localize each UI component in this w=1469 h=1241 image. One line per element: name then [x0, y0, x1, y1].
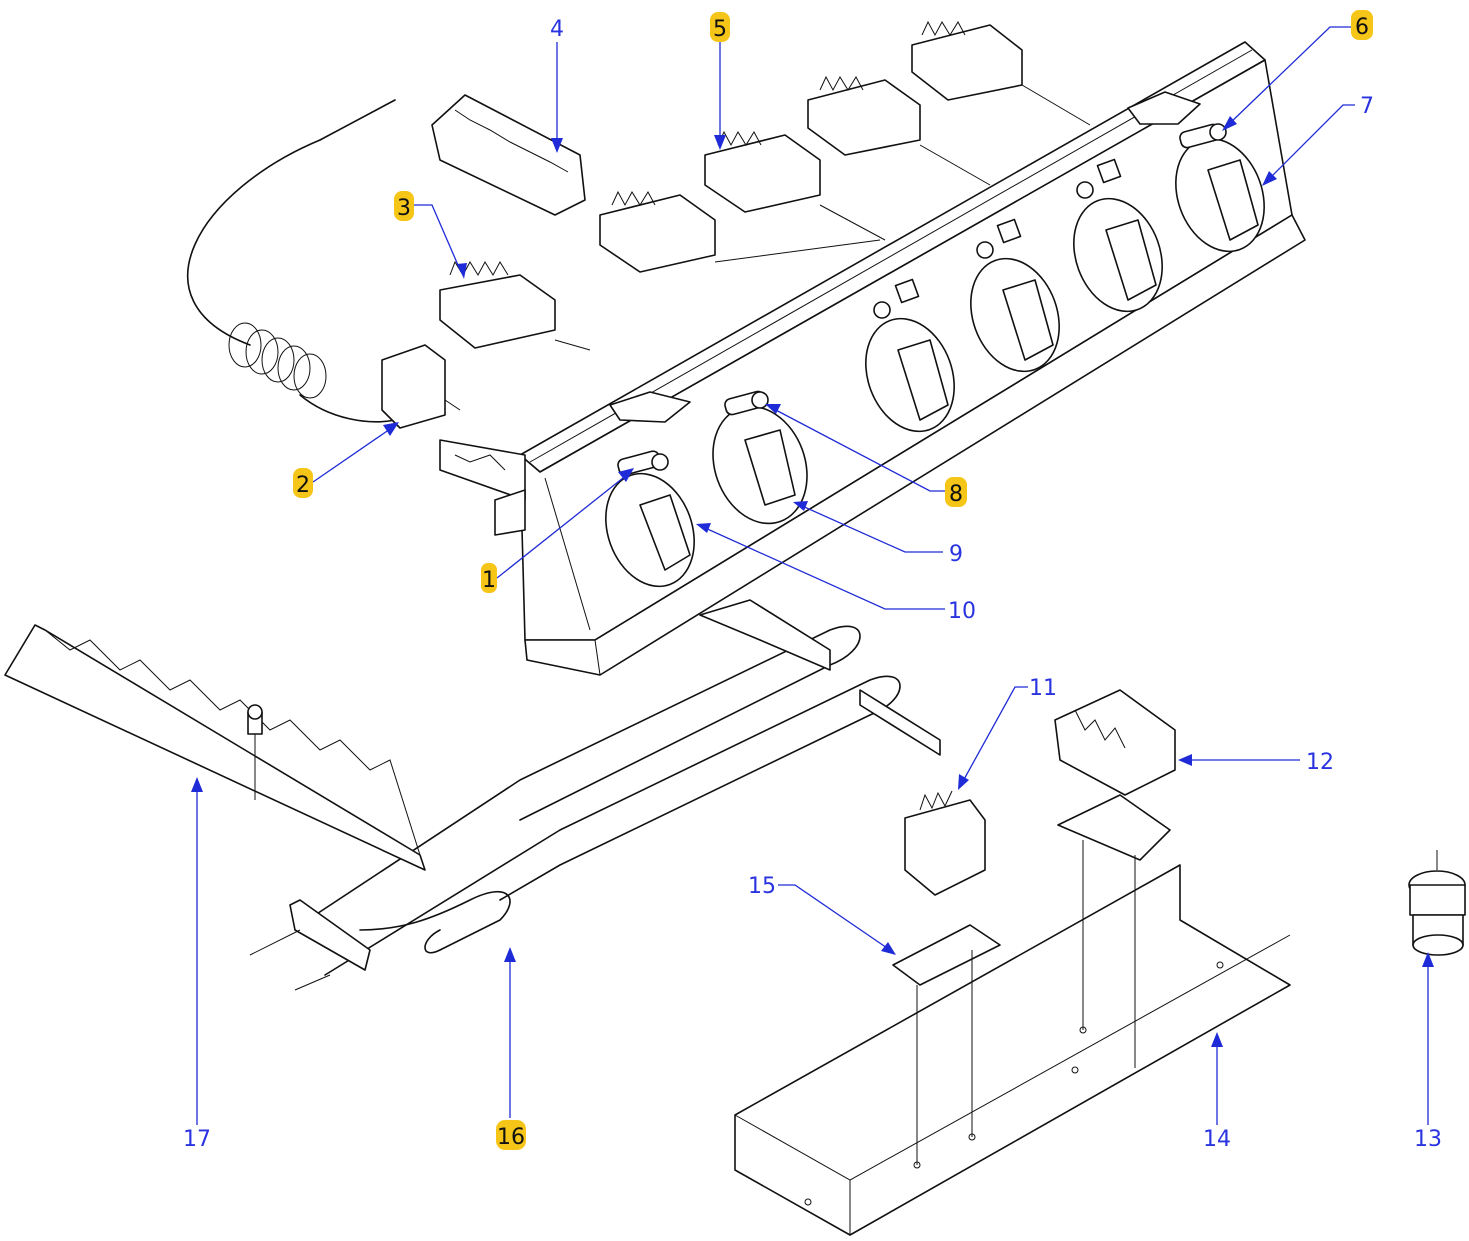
callout-9: 9	[949, 542, 963, 567]
knob-2	[712, 405, 808, 525]
callout-3: 3	[397, 196, 411, 221]
callout-2: 2	[296, 473, 310, 498]
neon-lamps	[617, 123, 1227, 476]
knob-4	[970, 257, 1060, 373]
callout-4: 4	[550, 17, 564, 42]
callout-11: 11	[1029, 676, 1057, 701]
relay-11	[904, 790, 986, 896]
din-rail-15	[892, 924, 1001, 1165]
knob-1	[605, 472, 695, 588]
rotary-switch-e	[911, 20, 1091, 126]
terminal-block-4	[431, 94, 586, 216]
control-knobs	[605, 137, 1265, 588]
rotary-switch-a	[439, 260, 591, 351]
base-tray	[734, 864, 1291, 1236]
callout-13: 13	[1414, 1127, 1442, 1152]
indicator-lamps	[873, 158, 1122, 319]
callout-1: 1	[482, 568, 496, 593]
callout-15: 15	[748, 874, 776, 899]
callout-6: 6	[1355, 15, 1369, 40]
callout-12: 12	[1306, 750, 1334, 775]
callout-7: 7	[1360, 94, 1374, 119]
callout-8: 8	[949, 482, 963, 507]
element-bracket	[4, 624, 426, 871]
knob-6	[1175, 137, 1265, 253]
callout-14: 14	[1203, 1127, 1231, 1152]
rotary-switch-b	[599, 190, 881, 273]
callout-labels: 1 2 3 4 5 6 7 8 9 10 11 12 13 14 15	[183, 10, 1442, 1152]
knob-3	[865, 317, 955, 433]
heating-element	[249, 599, 941, 991]
thermostat	[187, 99, 461, 429]
rotary-switch-d	[807, 75, 991, 186]
callout-17: 17	[183, 1127, 211, 1152]
capillary-coil	[228, 322, 327, 399]
rotary-switches	[431, 20, 1091, 351]
rotary-switch-c	[704, 130, 886, 241]
knob-5	[1073, 197, 1163, 313]
callout-16: 16	[497, 1125, 525, 1150]
leader-lines	[191, 26, 1434, 1125]
terminal-strip-12	[1054, 689, 1176, 1068]
callout-5: 5	[713, 17, 727, 42]
cable-gland-13	[1408, 850, 1466, 956]
callout-10: 10	[948, 599, 976, 624]
